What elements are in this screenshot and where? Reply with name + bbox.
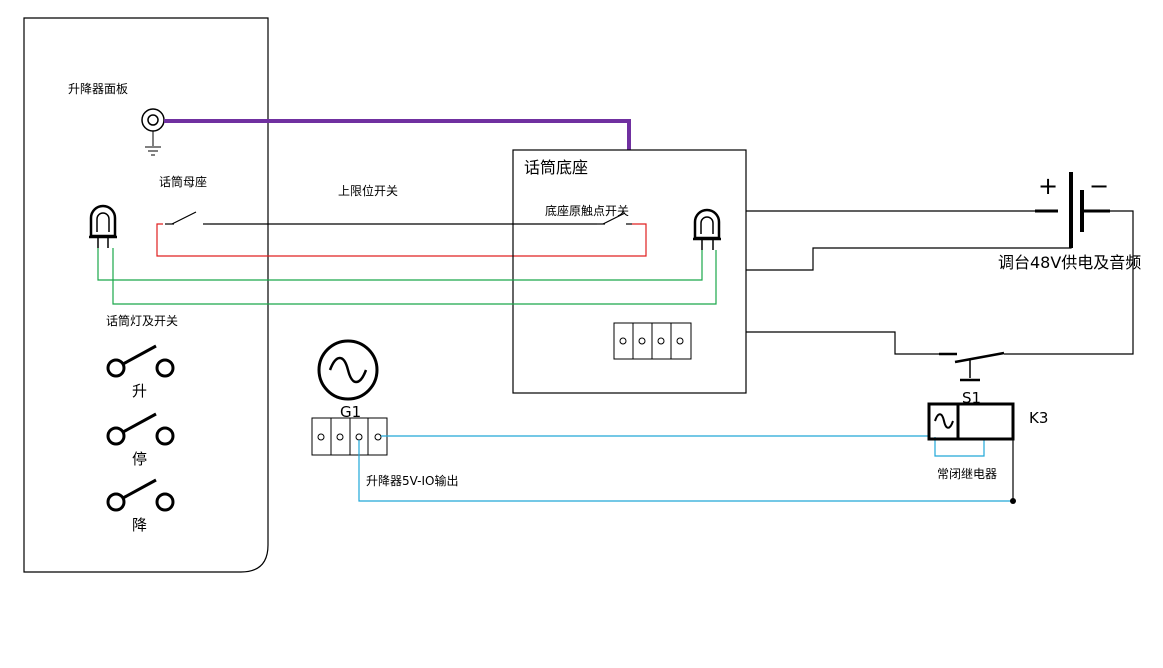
- mic-socket-lamp-icon: [89, 204, 117, 248]
- panel-title: 升降器面板: [68, 82, 128, 96]
- cyan-wire-return: [358, 440, 1013, 502]
- g1-terminal-block: [311, 417, 388, 456]
- relay-coil-icon: [934, 413, 954, 429]
- battery-minus-label: −: [1089, 172, 1109, 200]
- io-output-label: 升降器5V-IO输出: [366, 473, 458, 488]
- lift-panel: [23, 17, 269, 573]
- base-contact-switch-icon: [597, 212, 632, 225]
- black-wire-s1: [746, 331, 939, 355]
- black-wire-battery-return: [1004, 210, 1134, 355]
- upper-limit-switch-icon: [165, 211, 210, 225]
- ac-source-icon: [317, 339, 379, 401]
- mic-base-terminal-block: [613, 322, 692, 360]
- mic-light-switch-label: 话筒灯及开关: [106, 313, 178, 328]
- up-button-label: 升: [132, 382, 147, 400]
- upper-limit-switch-label: 上限位开关: [338, 183, 398, 198]
- coax-connector-icon: [141, 108, 165, 146]
- green-wire-inner: [97, 248, 703, 281]
- battery-plus-label: +: [1038, 172, 1058, 200]
- source-g1-label: G1: [340, 403, 361, 421]
- power-audio-label: 调台48V供电及音频: [998, 253, 1141, 272]
- battery-icon: [1035, 172, 1110, 248]
- down-switch-icon: [106, 478, 175, 512]
- mic-base-lamp-icon: [693, 208, 721, 250]
- switch-s1-icon: [939, 351, 1005, 382]
- ground-icon: [145, 146, 161, 156]
- red-wire: [156, 223, 647, 257]
- base-contact-switch-label: 底座原触点开关: [545, 203, 629, 218]
- mic-socket-label: 话筒母座: [159, 174, 207, 189]
- green-wire-outer: [112, 248, 717, 305]
- stop-button-label: 停: [132, 450, 147, 468]
- relay-nc-label: 常闭继电器: [937, 467, 997, 481]
- junction-dot: [1010, 498, 1016, 504]
- mic-base-title: 话筒底座: [524, 158, 588, 177]
- cyan-wire-relay-coil: [934, 437, 985, 457]
- relay-k3: [927, 402, 1015, 441]
- purple-wire: [164, 119, 631, 150]
- up-switch-icon: [106, 344, 175, 378]
- relay-k3-label: K3: [1029, 409, 1048, 427]
- down-button-label: 降: [132, 516, 147, 534]
- mic-base-box: [512, 149, 747, 394]
- stop-switch-icon: [106, 412, 175, 446]
